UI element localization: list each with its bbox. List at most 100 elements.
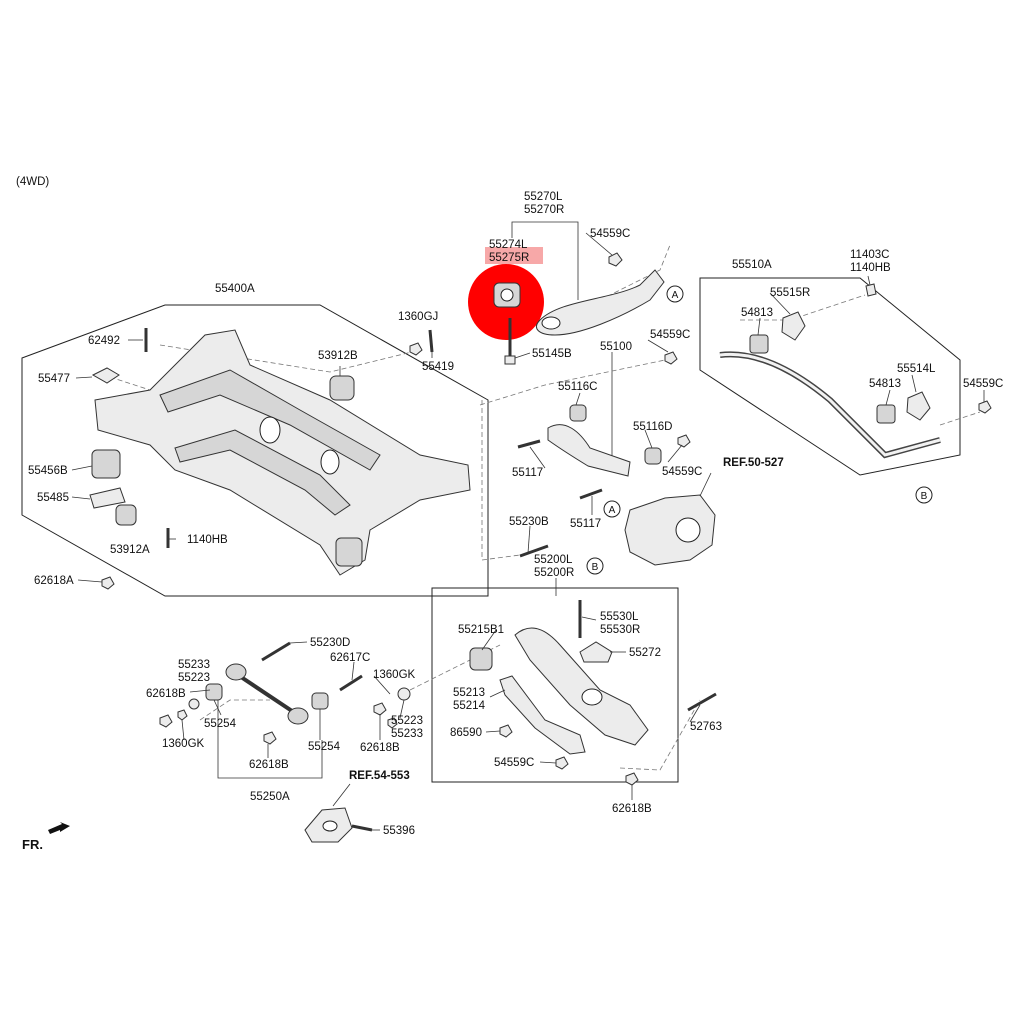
bracket-55514l [906, 391, 931, 421]
label-62618b-lower: 62618B [612, 803, 652, 815]
label-62492: 62492 [88, 335, 120, 347]
label-54813-b: 54813 [869, 378, 901, 390]
clip-86590 [499, 724, 513, 738]
nut-54559c-lower [555, 756, 569, 770]
nut-1360gk-b [387, 717, 398, 729]
label-11403c: 11403C [850, 249, 889, 261]
guard-55213 [499, 675, 586, 755]
nut-62618b-link-c [373, 702, 387, 716]
guide-line-4 [479, 359, 666, 406]
label-1140hb: 1140HB [187, 534, 228, 546]
label-54559c-arm: 54559C [662, 466, 702, 478]
label-55419: 55419 [422, 361, 454, 373]
label-1360gj: 1360GJ [398, 311, 438, 323]
bolt-55145b [504, 318, 516, 365]
svg-text:B: B [592, 562, 599, 573]
front-indicator: FR. [22, 837, 43, 852]
label-55515r: 55515R [770, 287, 810, 299]
label-55400a: 55400A [215, 283, 255, 295]
label-55116d: 55116D [633, 421, 672, 433]
label-54559c-mid: 54559C [650, 329, 690, 341]
label-55117-b: 55117 [570, 518, 601, 530]
crossmember-frame [21, 304, 489, 597]
link-eye-left [225, 663, 247, 681]
leader-lines [71, 232, 985, 831]
knuckle-hub [675, 517, 701, 543]
arm-55100 [547, 424, 631, 477]
bolt-55230d [261, 641, 291, 662]
label-55250a: 55250A [250, 791, 290, 803]
washer-55477 [91, 367, 120, 384]
bushing-55254-b [311, 692, 329, 710]
callout-b-lower: B [586, 557, 604, 575]
upper-arm-55270 [536, 269, 665, 336]
label-55145b: 55145B [532, 348, 572, 360]
nut-54559c-right [978, 400, 992, 414]
stabilizer-frame [699, 277, 961, 476]
label-55254-b: 55254 [308, 741, 341, 753]
label-62618b-link-a: 62618B [146, 688, 186, 700]
nut-54559c-top [608, 252, 623, 267]
nut-54559c-arm [677, 434, 691, 448]
svg-text:A: A [672, 290, 679, 301]
callout-a-upper: A [666, 285, 684, 303]
washer-55233 [188, 698, 200, 710]
label-55456b: 55456B [28, 465, 68, 477]
label-1360gk-right: 1360GK [373, 669, 416, 681]
bushing-53912a [115, 504, 137, 526]
crossmember-hole-2 [320, 449, 340, 475]
bushing-53912b [329, 375, 355, 401]
label-55274l: 55274L [489, 239, 528, 251]
nut-62618b-link-a [159, 714, 173, 728]
label-55396: 55396 [383, 825, 415, 837]
label-54559c-right: 54559C [963, 378, 1003, 390]
label-54559c-top: 54559C [590, 228, 630, 240]
label-86590: 86590 [450, 727, 482, 739]
label-ref-50-527: REF.50-527 [723, 457, 784, 469]
crossmember-hole-1 [259, 416, 281, 444]
guide-line-7 [939, 411, 981, 426]
bolt-55396 [351, 824, 373, 832]
bolt-55117-b [579, 488, 603, 500]
label-55254-a: 55254 [204, 718, 237, 730]
label-62618b-link-b: 62618B [249, 759, 289, 771]
label-1140hb-top: 1140HB [850, 262, 891, 274]
bolt-1140hb-top [865, 283, 877, 297]
crossmember-55400a [94, 329, 471, 576]
link-eye-right [287, 707, 309, 725]
nut-62618a [101, 576, 115, 590]
label-52763: 52763 [690, 721, 722, 733]
bracket-55270 [511, 221, 579, 300]
label-1360gk-left: 1360GK [162, 738, 205, 750]
upper-arm-bore [541, 316, 561, 330]
lower-arm-55200 [514, 627, 649, 746]
front-arrow-icon [48, 822, 70, 834]
knuckle [624, 494, 716, 566]
label-ref-54-553: REF.54-553 [349, 770, 410, 782]
guide-line-5 [481, 400, 521, 561]
nut-62618b-link-b [263, 731, 277, 745]
crossmember-rail-upper [159, 369, 381, 471]
bolt-52763 [687, 692, 717, 712]
callout-a-knuckle: A [603, 500, 621, 518]
bushing-54813-b [876, 404, 896, 424]
guide-line-10 [199, 699, 270, 721]
label-62618a: 62618A [34, 575, 74, 587]
bushing-55215b1 [469, 647, 493, 671]
plate-55485 [89, 487, 126, 509]
label-55485: 55485 [37, 492, 69, 504]
nut-54559c-mid [664, 351, 678, 365]
mount-bore [322, 820, 338, 832]
bolt-62617c [339, 674, 363, 692]
label-53912a: 53912A [110, 544, 150, 556]
label-55117-a: 55117 [512, 467, 543, 479]
bushing-55275r [493, 282, 521, 308]
bushing-55116d [644, 447, 662, 465]
bolt-55419 [428, 329, 434, 353]
nut-1360gj [409, 342, 423, 356]
